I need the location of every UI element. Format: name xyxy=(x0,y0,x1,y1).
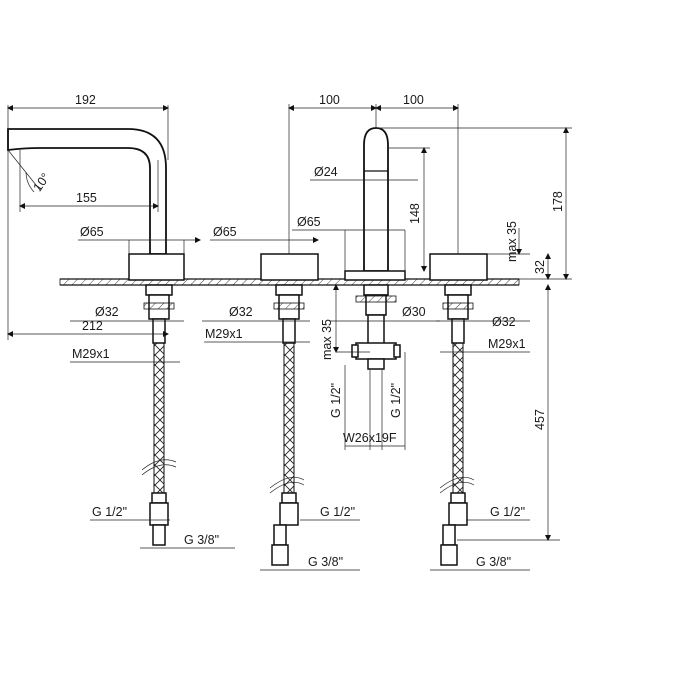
dim-d32-mid: Ø32 xyxy=(229,305,253,319)
valve-left xyxy=(260,253,319,566)
dim-g12-right: G 1/2" xyxy=(490,505,525,519)
dim-10-degrees: 10° xyxy=(30,171,52,195)
dim-d65-center: Ø65 xyxy=(297,215,321,229)
dim-457: 457 xyxy=(533,409,547,430)
dimension-lines xyxy=(7,104,572,571)
dim-d24: Ø24 xyxy=(314,165,338,179)
dim-148: 148 xyxy=(408,203,422,224)
dim-m29-mid: M29x1 xyxy=(205,327,243,341)
dim-max35-top: max 35 xyxy=(505,221,519,262)
dim-178: 178 xyxy=(551,191,565,212)
spout-left xyxy=(7,128,185,546)
dim-g38-mid: G 3/8" xyxy=(308,555,343,569)
dim-d32-right: Ø32 xyxy=(492,315,516,329)
dim-d65-left: Ø65 xyxy=(80,225,104,239)
dim-100-right: 100 xyxy=(403,93,424,107)
base-left xyxy=(128,253,185,281)
spout-center xyxy=(344,127,406,370)
dim-m29-left: M29x1 xyxy=(72,347,110,361)
dim-155: 155 xyxy=(76,191,97,205)
dim-212: 212 xyxy=(82,319,103,333)
dim-d32-left: Ø32 xyxy=(95,305,119,319)
dim-g12-left: G 1/2" xyxy=(92,505,127,519)
dim-g12-mid: G 1/2" xyxy=(320,505,355,519)
dim-g12-vertical-left: G 1/2" xyxy=(329,383,343,418)
dim-192: 192 xyxy=(75,93,96,107)
dimension-labels: 192 100 100 155 10° Ø24 148 178 max 35 3… xyxy=(30,93,565,569)
dim-100-left: 100 xyxy=(319,93,340,107)
dim-g12-vertical-right: G 1/2" xyxy=(389,383,403,418)
valve-right xyxy=(429,253,488,566)
dim-32-height: 32 xyxy=(533,260,547,274)
dim-g38-left: G 3/8" xyxy=(184,533,219,547)
dim-max35-mid: max 35 xyxy=(320,319,334,360)
dim-g38-right: G 3/8" xyxy=(476,555,511,569)
dim-w26x19f: W26x19F xyxy=(343,431,397,445)
dim-d65-mid: Ø65 xyxy=(213,225,237,239)
dim-m29-right: M29x1 xyxy=(488,337,526,351)
dim-d30: Ø30 xyxy=(402,305,426,319)
